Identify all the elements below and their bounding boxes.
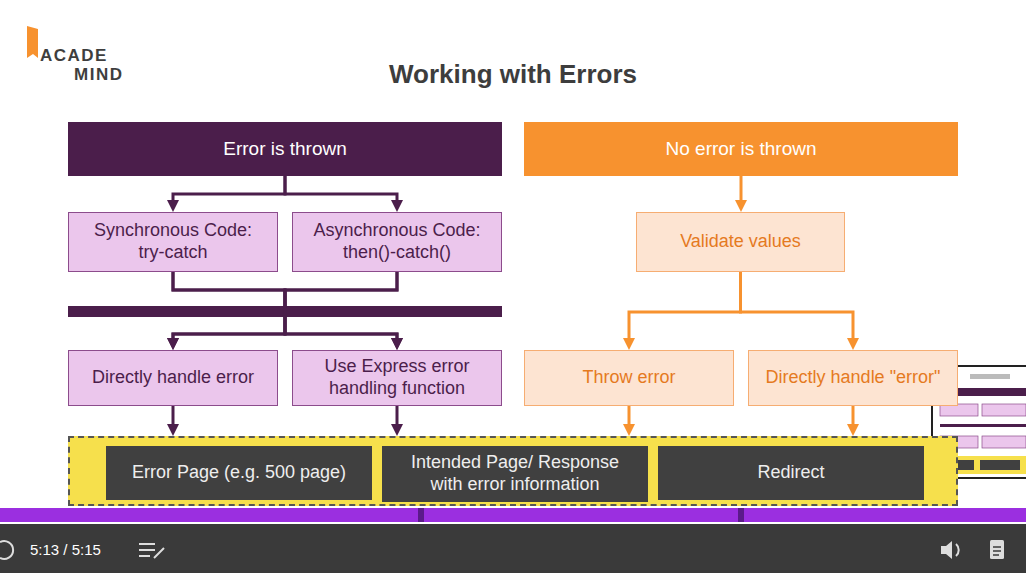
connector-arrow <box>173 272 397 338</box>
process-box: Validate values <box>636 212 845 272</box>
node-text: Use Express error handling function <box>307 356 487 399</box>
slide-title: Working with Errors <box>0 59 1026 90</box>
process-box: Directly handle "error" <box>748 350 958 406</box>
process-box: Synchronous Code: try-catch <box>68 212 278 272</box>
node-text: Validate values <box>680 231 801 253</box>
logo-text: ACADE <box>40 46 108 66</box>
node-text: Asynchronous Code: then()-catch() <box>307 220 487 263</box>
node-text: Error is thrown <box>223 138 347 161</box>
process-box: Asynchronous Code: then()-catch() <box>292 212 502 272</box>
connector-arrow <box>396 406 399 424</box>
node-text: Throw error <box>582 367 675 389</box>
outcome-box: Error Page (e.g. 500 page) <box>106 446 372 500</box>
node-text: Redirect <box>757 462 824 484</box>
connector-arrow <box>173 176 285 200</box>
document-line <box>993 550 1001 552</box>
connector-arrow <box>285 176 397 200</box>
node-text: Intended Page/ Response with error infor… <box>396 452 634 495</box>
thumbnail-box <box>982 404 1026 416</box>
connector-arrow <box>740 176 743 200</box>
control-bar <box>0 524 1026 573</box>
connector-arrow <box>741 272 854 338</box>
playlist-line <box>139 555 150 557</box>
document-line <box>993 546 1001 548</box>
connector-arrow <box>285 272 397 338</box>
thumbnail-title <box>970 374 1010 379</box>
playlist-line <box>139 549 155 551</box>
header-band: Error is thrown <box>68 122 502 176</box>
progress-bar <box>0 508 1026 522</box>
playlist-icon <box>139 544 164 558</box>
logo-text: MIND <box>74 65 123 85</box>
connector-arrow <box>629 272 741 338</box>
thumbnail-bar <box>940 424 1026 427</box>
node-text: Synchronous Code: try-catch <box>83 220 263 263</box>
node-text: No error is thrown <box>666 138 817 161</box>
outcome-box: Redirect <box>658 446 924 500</box>
connector-arrow <box>173 272 285 338</box>
node-text: Directly handle "error" <box>766 367 941 389</box>
playlist-line <box>139 543 155 545</box>
node-text: Directly handle error <box>92 367 254 389</box>
chapter-marker <box>418 508 424 522</box>
thumbnail-box <box>982 436 1026 448</box>
outcome-box: Intended Page/ Response with error infor… <box>382 446 648 502</box>
process-box: Directly handle error <box>68 350 278 406</box>
connector-arrow <box>628 406 631 424</box>
video-controls <box>0 508 1026 573</box>
replay-icon <box>0 541 13 559</box>
connector-arrow <box>173 272 397 338</box>
node-text: Error Page (e.g. 500 page) <box>132 462 346 484</box>
logo-icon <box>27 26 38 58</box>
header-band: No error is thrown <box>524 122 958 176</box>
time-display: 5:13 / 5:15 <box>30 541 101 559</box>
outcome-group: Error Page (e.g. 500 page) Intended Page/… <box>68 436 958 506</box>
chapter-marker <box>738 508 744 522</box>
process-box: Use Express error handling function <box>292 350 502 406</box>
process-box: Throw error <box>524 350 734 406</box>
document-line <box>993 554 999 556</box>
connector-arrow <box>172 406 175 424</box>
volume-icon <box>941 541 952 559</box>
playlist-pencil <box>154 548 164 558</box>
volume-wave <box>956 544 959 556</box>
thumbnail-box <box>980 460 1020 470</box>
connector-arrow <box>852 406 855 424</box>
document-icon <box>990 540 1004 559</box>
